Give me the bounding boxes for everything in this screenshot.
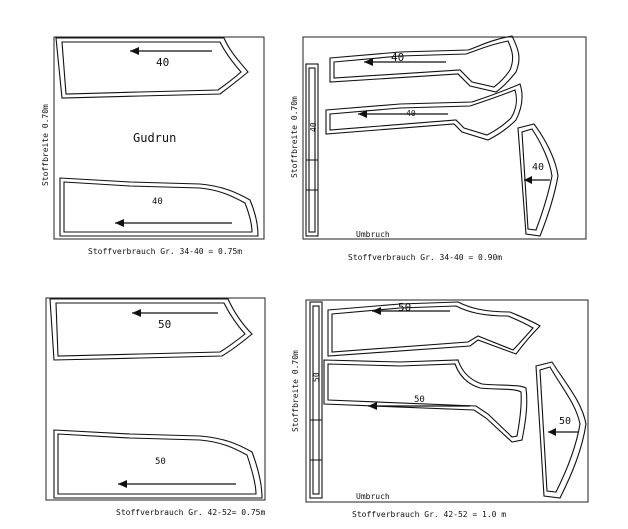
- pattern-piece-sleeve: [535, 361, 587, 499]
- fold-label: Umbruch: [356, 230, 390, 239]
- pattern-piece-back-seam: [63, 181, 253, 233]
- strip-size-label: 50: [312, 372, 321, 382]
- fold-strip: [305, 63, 319, 237]
- pattern-piece-sleeve-seam: [539, 366, 581, 493]
- pattern-piece-front: [49, 298, 253, 361]
- piece-size-label: 50: [158, 318, 171, 331]
- strip-size-label: 40: [309, 122, 318, 132]
- arrow-head: [368, 402, 377, 410]
- pattern-piece-front-seam: [331, 305, 534, 353]
- fold-strip-seam: [308, 67, 316, 233]
- fabric-consumption-caption: Stoffverbrauch Gr. 42-52 = 1.0 m: [352, 510, 506, 519]
- fold-strip-seam: [312, 305, 320, 495]
- piece-size-label: 50: [414, 395, 425, 405]
- model-name: Gudrun: [133, 131, 176, 145]
- piece-size-label: 40: [152, 197, 163, 207]
- fabric-width-label: Stoffbreite 0.70m: [41, 104, 50, 186]
- fabric-frame: [305, 299, 589, 503]
- layout-top-left: 40 Gudrun 40 Stoffbreite 0.70m Stoffverb…: [41, 36, 265, 256]
- pattern-piece-back: [323, 359, 528, 443]
- pattern-piece-back: [59, 177, 259, 237]
- fabric-width-label: Stoffbreite 0.70m: [290, 96, 299, 178]
- piece-size-label: 50: [398, 301, 411, 314]
- fabric-consumption-caption: Stoffverbrauch Gr. 42-52= 0.75m: [116, 508, 265, 517]
- piece-size-label: 40: [532, 162, 544, 173]
- pattern-piece-back-seam: [329, 89, 517, 136]
- pattern-piece-back: [53, 429, 263, 499]
- fold-label: Umbruch: [356, 492, 390, 501]
- arrow-head: [548, 428, 556, 436]
- fabric-frame: [53, 36, 265, 240]
- arrow-head: [358, 110, 367, 118]
- arrow-head: [130, 47, 139, 55]
- arrow-head: [524, 176, 532, 184]
- arrow-head: [372, 307, 381, 315]
- piece-size-label: 50: [155, 457, 166, 467]
- pattern-piece-front: [55, 37, 249, 99]
- fabric-frame: [302, 36, 587, 240]
- fabric-consumption-caption: Stoffverbrauch Gr. 34-40 = 0.90m: [348, 253, 502, 262]
- arrow-head: [115, 219, 124, 227]
- pattern-piece-sleeve-seam: [521, 128, 553, 231]
- fabric-consumption-caption: Stoffverbrauch Gr. 34-40 = 0.75m: [88, 247, 242, 256]
- pattern-piece-front-seam: [55, 302, 246, 357]
- piece-size-label: 40: [156, 56, 169, 69]
- pattern-piece-front-seam: [333, 40, 514, 88]
- pattern-piece-back-seam: [57, 433, 257, 495]
- pattern-piece-back-seam: [327, 363, 522, 438]
- fabric-frame: [45, 297, 266, 501]
- layout-bottom-left: 50 50 Stoffverbrauch Gr. 42-52= 0.75m: [45, 297, 266, 517]
- piece-size-label: 40: [391, 51, 404, 64]
- arrow-head: [118, 480, 127, 488]
- arrow-head: [364, 58, 373, 66]
- arrow-head: [132, 309, 141, 317]
- pattern-piece-front: [327, 301, 541, 357]
- pattern-piece-front: [329, 35, 520, 93]
- pattern-piece-back: [325, 83, 523, 141]
- layout-top-right: 40 40 40 40 Umbruch Stoffbreite 0.70m St…: [290, 35, 587, 262]
- fold-strip: [309, 301, 323, 499]
- layout-bottom-right: 50 50 50 50 Umbruch Stoffbreite 0.70m St…: [291, 299, 589, 519]
- pattern-piece-front-seam: [61, 41, 242, 95]
- fabric-width-label: Stoffbreite 0.70m: [291, 350, 300, 432]
- pattern-piece-sleeve: [517, 123, 559, 237]
- piece-size-label: 50: [559, 416, 571, 427]
- piece-size-label: 40: [406, 109, 416, 118]
